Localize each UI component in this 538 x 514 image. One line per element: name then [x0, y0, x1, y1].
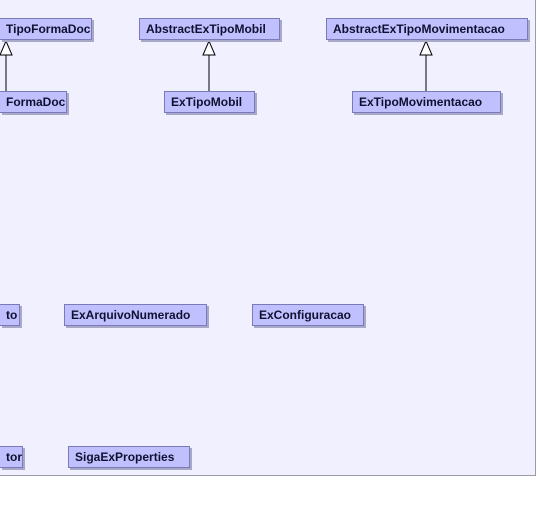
class-siga-ex-properties[interactable]: SigaExProperties: [68, 446, 190, 468]
inheritance-arrowhead-icon: [0, 39, 13, 56]
class-ex-tipo-movimentacao[interactable]: ExTipoMovimentacao: [352, 91, 501, 113]
class-abstract-ex-tipo-mobil[interactable]: AbstractExTipoMobil: [139, 18, 280, 40]
diagram-canvas: TipoFormaDoc AbstractExTipoMobil Abstrac…: [0, 0, 536, 476]
class-ex-tipo-mobil[interactable]: ExTipoMobil: [164, 91, 255, 113]
inheritance-arrowhead-icon: [419, 39, 433, 56]
class-ex-configuracao[interactable]: ExConfiguracao: [252, 304, 364, 326]
inheritance-links: [0, 39, 433, 91]
class-forma-doc[interactable]: FormaDoc: [0, 91, 67, 113]
class-partial-to[interactable]: to: [0, 304, 20, 326]
class-ex-arquivo-numerado[interactable]: ExArquivoNumerado: [64, 304, 207, 326]
class-abstract-ex-tipo-movimentacao[interactable]: AbstractExTipoMovimentacao: [326, 18, 528, 40]
class-partial-tor[interactable]: tor: [0, 446, 23, 468]
inheritance-arrowhead-icon: [202, 39, 216, 56]
class-tipo-forma-doc[interactable]: TipoFormaDoc: [0, 18, 92, 40]
